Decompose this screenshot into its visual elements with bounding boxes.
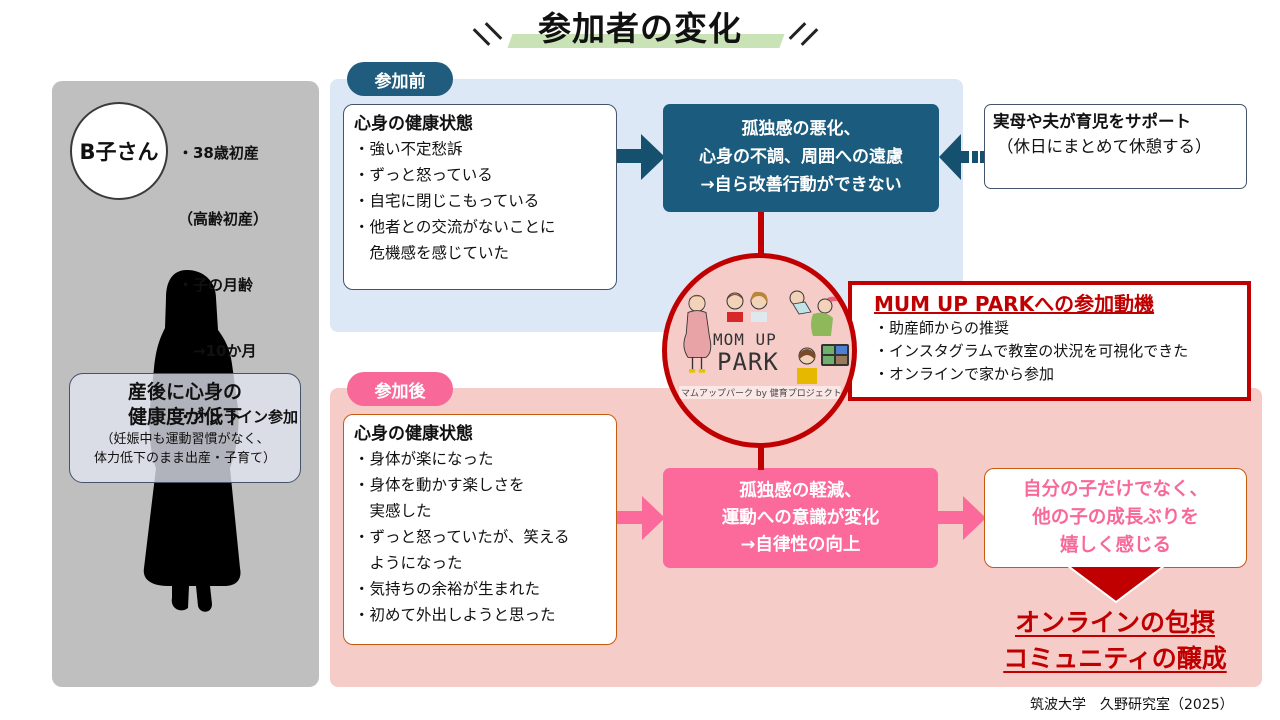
joy-line: 嬉しく感じる [1059,535,1171,556]
after-health-item: ・気持ちの余裕が生まれた [354,580,541,598]
profile-line: （高齢初産） [178,210,269,228]
outcome-text: オンラインの包摂 コミュニティの醸成 [990,605,1240,677]
before-status-box: 孤独感の悪化、 心身の不調、周囲への遠慮 →自ら改善行動ができない [663,104,939,212]
before-health-item: ・強い不定愁訴 [354,140,463,158]
support-title: 実母や夫が育児をサポート [993,112,1191,131]
before-health-item: 危機感を感じていた [354,244,510,262]
connector-line-bottom [758,446,764,470]
dotted-arrow-left-icon [939,134,985,180]
outcome-line: コミュニティの醸成 [1003,644,1227,673]
support-subtitle: （休日にまとめて休憩する） [997,137,1212,156]
mother-baby-illustration-icon [789,290,841,336]
profile-line: ・子の月齢 [178,276,254,294]
after-status-line: →自律性の向上 [740,535,861,555]
condition-sub: （妊娠中も運動習慣がなく、 体力低下のまま出産・子育て） [70,430,300,468]
arrow-right-icon [617,134,665,180]
condition-sub-line: 体力低下のまま出産・子育て） [93,451,276,466]
before-health-item: ・他者との交流がないことに [354,218,556,236]
motivation-item: ・オンラインで家から参加 [874,365,1055,383]
joy-box: 自分の子だけでなく、 他の子の成長ぶりを 嬉しく感じる [984,468,1247,568]
after-health-item: ようになった [354,554,463,572]
before-health-item: ・自宅に閉じこもっている [354,192,540,210]
condition-main: 産後に心身の 健康度が低下 [70,380,300,430]
profile-line: ・38歳初産 [178,144,259,162]
before-status-line: 心身の不調、周囲への遠慮 [699,147,903,167]
before-health-box: 心身の健康状態 ・強い不定愁訴 ・ずっと怒っている ・自宅に閉じこもっている ・… [343,104,617,290]
connector-line-top [758,212,764,256]
after-health-item: 実感した [354,502,432,520]
before-health-title: 心身の健康状態 [354,114,473,134]
mom-up-park-logo: MOM UP PARK マムアップパーク by 健育プロジェクト [662,253,857,448]
condition-sub-line: （妊娠中も運動習慣がなく、 [100,432,270,447]
after-status-line: 運動への意識が変化 [721,508,880,528]
logo-line-2: PARK [717,348,779,376]
after-tag: 参加後 [347,372,453,406]
profile-line: →10か月 [178,342,257,360]
motivation-item: ・助産師からの推奨 [874,319,1010,337]
participant-profile: ・38歳初産 （高齢初産） ・子の月齢 →10か月 ・オンライン参加 [178,98,316,450]
arrow-right-icon [938,496,986,540]
logo-line-1: MOM UP [713,330,777,349]
before-tag: 参加前 [347,62,453,96]
participant-name: B子さん [70,102,168,200]
mothers-illustration-icon [726,291,768,322]
online-tablet-illustration-icon [797,344,849,384]
condition-main-line: 健康度が低下 [127,406,242,428]
after-health-item: ・ずっと怒っていたが、笑える [354,528,570,546]
participant-name-text: B子さん [79,140,159,164]
logo-tagline: マムアップパーク by 健育プロジェクト [679,386,842,399]
page-title: 参加者の変化 [538,9,742,48]
joy-line: 自分の子だけでなく、 [1022,479,1208,500]
pregnant-woman-illustration-icon [683,294,712,373]
motivation-title: MUM UP PARKへの参加動機 [874,292,1155,316]
support-box: 実母や夫が育児をサポート （休日にまとめて休憩する） [984,104,1247,189]
condition-main-line: 産後に心身の [127,381,242,403]
after-health-item: ・身体を動かす楽しさを [354,476,525,494]
condition-callout: 産後に心身の 健康度が低下 （妊娠中も運動習慣がなく、 体力低下のまま出産・子育… [69,373,301,483]
motivation-item: ・インスタグラムで教室の状況を可視化できた [874,342,1189,360]
after-health-box: 心身の健康状態 ・身体が楽になった ・身体を動かす楽しさを 実感した ・ずっと怒… [343,414,617,645]
after-health-title: 心身の健康状態 [354,424,473,444]
after-health-item: ・初めて外出しようと思った [354,606,556,624]
before-status-line: 孤独感の悪化、 [741,119,861,139]
motivation-box: MUM UP PARKへの参加動機 ・助産師からの推奨 ・インスタグラムで教室の… [848,281,1251,401]
profile-line: ・オンライン参加 [178,408,299,426]
arrow-down-icon [1066,566,1166,604]
after-status-box: 孤独感の軽減、 運動への意識が変化 →自律性の向上 [663,468,938,568]
outcome-line: オンラインの包摂 [1014,608,1215,637]
joy-line: 他の子の成長ぶりを [1032,507,1199,528]
arrow-right-icon [617,496,665,540]
after-status-line: 孤独感の軽減、 [739,481,862,501]
after-health-item: ・身体が楽になった [354,450,494,468]
credit: 筑波大学 久野研究室（2025） [1030,697,1234,713]
before-health-item: ・ずっと怒っている [354,166,493,184]
before-status-line: →自ら改善行動ができない [700,175,902,195]
